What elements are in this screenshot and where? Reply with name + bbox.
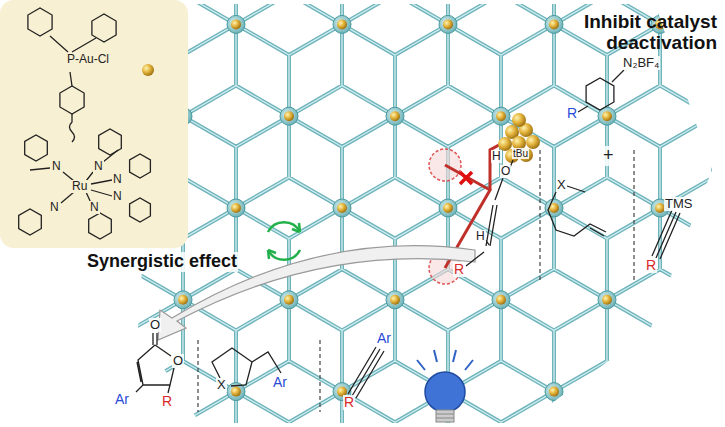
light-bulb [417, 350, 473, 422]
chem-label: N₂BF₄ [622, 56, 660, 70]
chem-label: R [645, 258, 657, 273]
chem-label: O [149, 318, 161, 332]
chem-label: O [172, 354, 184, 368]
chem-label: + [602, 146, 615, 166]
chem-label: TMS [664, 197, 693, 211]
chem-label: Ar [376, 331, 392, 346]
chem-label: Ar [114, 392, 130, 407]
chem-label: R [453, 262, 465, 277]
chem-label: N [49, 201, 60, 214]
chem-label: O [500, 165, 511, 178]
chem-label: H [475, 230, 486, 243]
callout-title: Inhibit catalyst deactivation [494, 12, 718, 54]
chem-label: P-Au-Cl [66, 53, 110, 66]
chem-label: N [93, 160, 104, 173]
effect-label: Synergistic effect [86, 252, 238, 272]
chem-label: tBu [512, 148, 529, 159]
gold-atom [142, 64, 154, 76]
chem-label: N [89, 201, 100, 214]
chem-label: Ru [71, 180, 88, 193]
cycle-arrows [268, 222, 300, 260]
chem-label: X [216, 378, 227, 392]
chem-label: R [343, 395, 355, 410]
chem-label: X [556, 178, 567, 192]
ring-structures [19, 8, 614, 239]
chem-label: H [491, 150, 502, 163]
chem-label: N [112, 190, 123, 203]
bond-lines [30, 36, 680, 398]
separators [198, 150, 634, 412]
chem-label: N [51, 160, 62, 173]
chem-label: R [566, 106, 578, 121]
chem-label: N [112, 173, 123, 186]
chem-label: Ar [272, 375, 288, 390]
chem-label: R [161, 394, 173, 409]
catalyst-panel [0, 0, 188, 248]
